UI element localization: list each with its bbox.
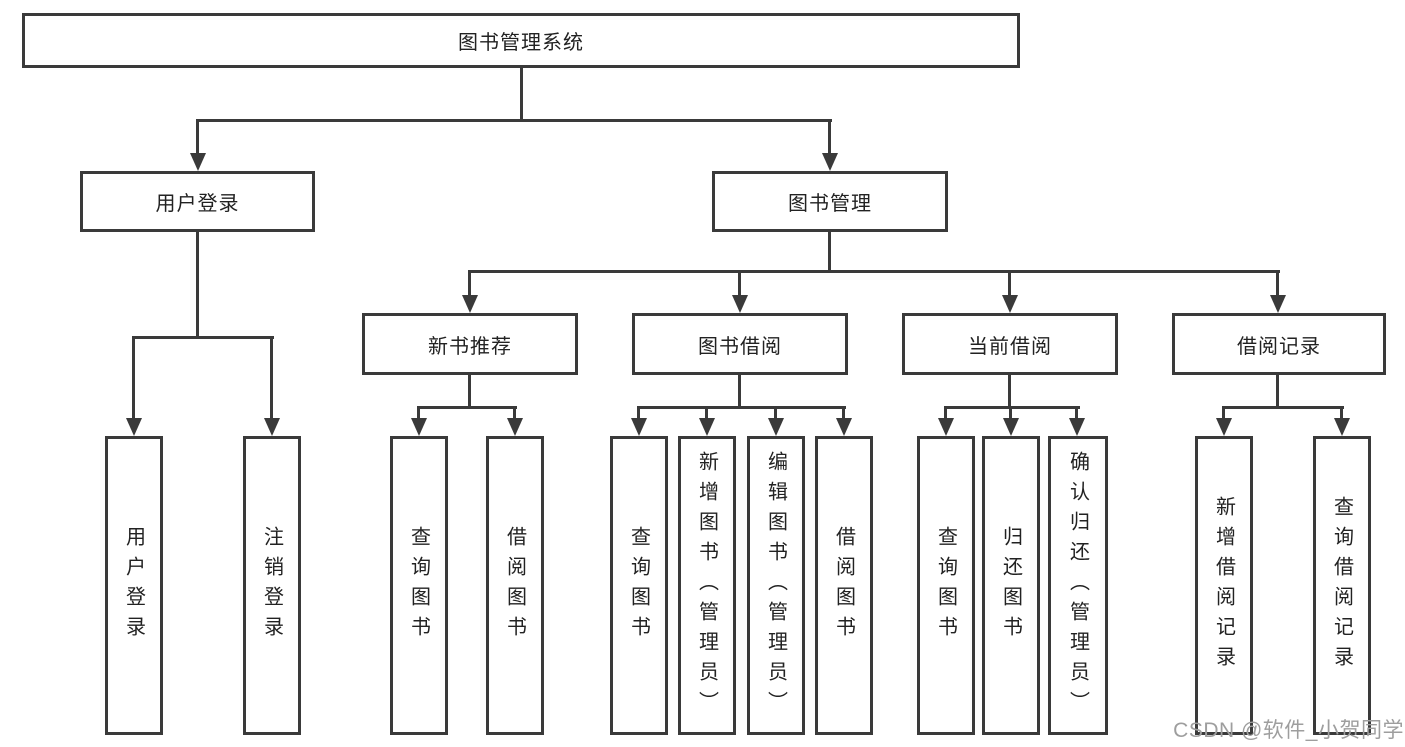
node-book-borrow: 图书借阅: [632, 313, 848, 375]
leaf-label: 归还图书: [999, 525, 1022, 646]
leaf-edit-books-admin: 编辑图书（管理员）: [747, 436, 805, 735]
connector-current-bar: [944, 406, 1080, 409]
connector-root-stem: [520, 68, 523, 120]
leaf-query-books-recommend: 查询图书: [390, 436, 448, 735]
arrowhead-down-icon: [822, 153, 838, 171]
leaf-label: 借阅图书: [832, 525, 855, 646]
arrowhead-down-icon: [126, 418, 142, 436]
leaf-label: 借阅图书: [503, 525, 526, 646]
leaf-label: 用户登录: [122, 525, 145, 646]
leaf-label: 查询借阅记录: [1330, 495, 1353, 676]
arrowhead-down-icon: [631, 418, 647, 436]
leaf-add-borrow-record: 新增借阅记录: [1195, 436, 1253, 735]
connector-drop: [705, 406, 708, 420]
arrowhead-down-icon: [507, 418, 523, 436]
node-book-management: 图书管理: [712, 171, 948, 232]
leaf-logout: 注销登录: [243, 436, 301, 735]
node-new-book-recommend: 新书推荐: [362, 313, 578, 375]
arrowhead-down-icon: [1334, 418, 1350, 436]
arrowhead-down-icon: [836, 418, 852, 436]
leaf-label: 查询图书: [627, 525, 650, 646]
arrowhead-down-icon: [411, 418, 427, 436]
leaf-label: 查询图书: [934, 525, 957, 646]
connector-drop: [513, 406, 516, 420]
node-borrow-records: 借阅记录: [1172, 313, 1386, 375]
arrowhead-down-icon: [938, 418, 954, 436]
arrowhead-down-icon: [462, 295, 478, 313]
arrowhead-down-icon: [732, 295, 748, 313]
connector-recommend-stem: [468, 375, 471, 409]
connector-drop: [944, 406, 947, 420]
connector-drop-recommend: [468, 270, 471, 297]
arrowhead-down-icon: [1069, 418, 1085, 436]
leaf-label: 确认归还（管理员）: [1066, 450, 1089, 721]
connector-drop-login-leaf1: [132, 336, 135, 420]
arrowhead-down-icon: [190, 153, 206, 171]
leaf-confirm-return-admin: 确认归还（管理员）: [1048, 436, 1108, 735]
connector-recommend-bar: [417, 406, 517, 409]
connector-root-bar: [196, 119, 832, 122]
arrowhead-down-icon: [1003, 418, 1019, 436]
leaf-borrow-books-recommend: 借阅图书: [486, 436, 544, 735]
leaf-label: 查询图书: [407, 525, 430, 646]
leaf-borrow-books: 借阅图书: [815, 436, 873, 735]
connector-drop-books: [828, 119, 831, 155]
connector-drop: [417, 406, 420, 420]
connector-books-bar: [468, 270, 1280, 273]
connector-login-stem: [196, 232, 199, 339]
leaf-add-books-admin: 新增图书（管理员）: [678, 436, 736, 735]
connector-drop: [637, 406, 640, 420]
leaf-query-borrow-record: 查询借阅记录: [1313, 436, 1371, 735]
connector-drop-login: [196, 119, 199, 155]
arrowhead-down-icon: [264, 418, 280, 436]
connector-drop-current: [1008, 270, 1011, 297]
connector-books-stem: [828, 232, 831, 273]
connector-drop-login-leaf2: [270, 336, 273, 420]
arrowhead-down-icon: [1216, 418, 1232, 436]
connector-records-bar: [1222, 406, 1344, 409]
node-user-login: 用户登录: [80, 171, 315, 232]
connector-drop: [1340, 406, 1343, 420]
leaf-label: 新增借阅记录: [1212, 495, 1235, 676]
leaf-label: 新增图书（管理员）: [695, 450, 718, 721]
arrowhead-down-icon: [1002, 295, 1018, 313]
connector-records-stem: [1276, 375, 1279, 409]
connector-drop-records: [1276, 270, 1279, 297]
connector-drop-borrow: [738, 270, 741, 297]
leaf-query-books-current: 查询图书: [917, 436, 975, 735]
node-library-system: 图书管理系统: [22, 13, 1020, 68]
connector-drop: [1075, 406, 1078, 420]
node-current-borrow: 当前借阅: [902, 313, 1118, 375]
connector-drop: [774, 406, 777, 420]
connector-drop: [1009, 406, 1012, 420]
leaf-label: 注销登录: [260, 525, 283, 646]
connector-login-bar: [132, 336, 274, 339]
csdn-watermark: CSDN @软件_小贺同学: [1173, 719, 1404, 742]
connector-drop: [842, 406, 845, 420]
connector-borrow-bar: [637, 406, 846, 409]
leaf-label: 编辑图书（管理员）: [764, 450, 787, 721]
connector-drop: [1222, 406, 1225, 420]
leaf-return-books: 归还图书: [982, 436, 1040, 735]
leaf-query-books-borrow: 查询图书: [610, 436, 668, 735]
arrowhead-down-icon: [699, 418, 715, 436]
arrowhead-down-icon: [1270, 295, 1286, 313]
leaf-user-login: 用户登录: [105, 436, 163, 735]
connector-current-stem: [1008, 375, 1011, 409]
connector-borrow-stem: [738, 375, 741, 409]
arrowhead-down-icon: [768, 418, 784, 436]
